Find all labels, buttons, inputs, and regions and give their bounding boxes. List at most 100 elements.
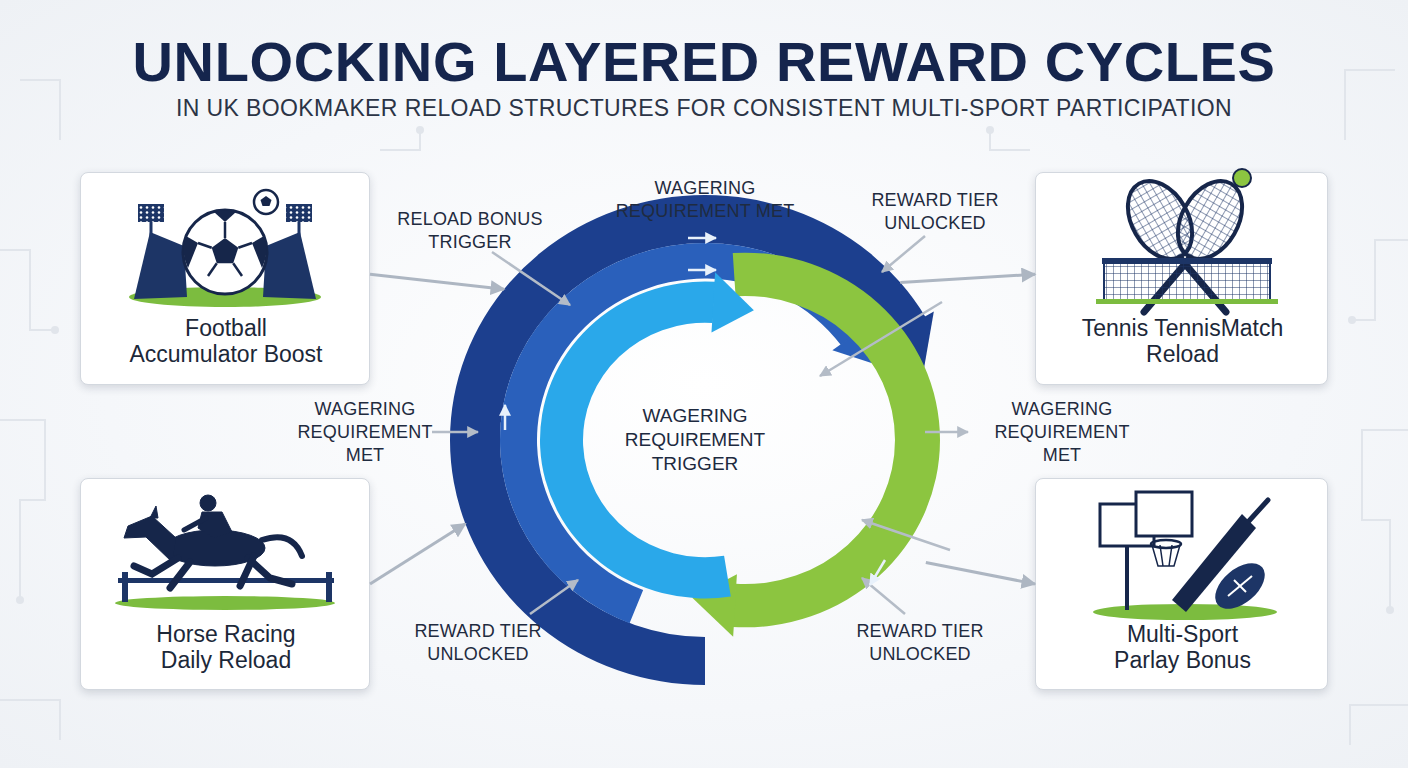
leader-arrow: [925, 431, 968, 434]
circuit-dot: [1386, 606, 1394, 614]
hoop-rim: [1151, 540, 1181, 548]
circuit-line: [1350, 705, 1408, 745]
stadium-stand: [134, 232, 187, 299]
horse-racing-icon: [115, 495, 335, 610]
callout-label: WAGERING REQUIREMENT MET: [987, 398, 1137, 467]
racket-head: [1165, 170, 1255, 271]
band-arrow: [870, 560, 885, 585]
rugby-seam: [1234, 580, 1246, 592]
box-label: Tennis TennisMatch Reload: [1075, 315, 1290, 367]
horse-body: [165, 530, 265, 566]
horse-leg: [248, 558, 292, 584]
circuit-dot: [16, 596, 24, 604]
tennis-icon: [1096, 169, 1278, 312]
ball-seam: [208, 263, 217, 276]
small-ball: [254, 190, 278, 214]
circuit-dot: [416, 126, 424, 134]
ball-panel: [214, 211, 236, 222]
leader-arrow: [862, 520, 950, 550]
court-line: [1096, 299, 1278, 304]
sport-box: Multi-Sport Parlay Bonus: [1035, 478, 1328, 690]
tennis-net: [1104, 262, 1270, 300]
ball-panel: [212, 238, 239, 263]
backboard: [1136, 492, 1192, 536]
racket-handle: [1144, 258, 1190, 312]
sport-box: Football Accumulator Boost: [80, 172, 370, 385]
ball-seam: [224, 222, 227, 238]
rugby-ball: [1207, 554, 1273, 617]
stadium-stand: [263, 232, 316, 299]
circuit-line: [380, 130, 420, 150]
jockey-arm: [184, 518, 206, 530]
circuit-line: [1345, 70, 1395, 140]
horse-tail: [262, 537, 302, 556]
leader-arrow: [432, 431, 478, 434]
leader-arrow: [530, 580, 578, 614]
turf: [115, 596, 335, 610]
jockey-body: [198, 512, 232, 538]
net-band: [1102, 258, 1272, 264]
circuit-dot: [1348, 316, 1356, 324]
floodlight: [286, 204, 312, 222]
callout-label: REWARD TIER UNLOCKED: [835, 620, 1005, 666]
callout-label: WAGERING REQUIREMENT MET: [290, 398, 440, 467]
ring-label: WAGERING REQUIREMENT TRIGGER: [610, 404, 780, 476]
callout-label: REWARD TIER UNLOCKED: [850, 189, 1020, 235]
floodlight-pole: [150, 222, 153, 236]
box-label: Multi-Sport Parlay Bonus: [1103, 621, 1263, 673]
connector-arrow: [900, 274, 1035, 282]
pitch: [129, 287, 321, 307]
reward-cycle-ring: WAGERING REQUIREMENT TRIGGER: [450, 195, 960, 685]
horse-ear: [150, 506, 158, 518]
horse-leg: [170, 562, 190, 588]
band-arrow: [688, 269, 716, 272]
leader-arrow: [820, 302, 942, 376]
ball-panel: [261, 196, 272, 206]
multi-sport-icon: [1093, 492, 1277, 620]
box-label: Football Accumulator Boost: [124, 315, 329, 367]
rail-post: [122, 572, 128, 602]
horse-leg: [134, 558, 178, 574]
connector-arrow: [926, 563, 1035, 585]
circuit-line: [0, 700, 60, 740]
ball-seam: [233, 263, 242, 276]
hoop-net: [1152, 545, 1180, 566]
cycle-band: [450, 195, 926, 685]
circuit-dot: [51, 326, 59, 334]
floodlight-pole: [298, 222, 301, 236]
connector-arrow: [370, 524, 465, 584]
diagram-title: UNLOCKING LAYERED REWARD CYCLES: [0, 30, 1408, 94]
backboard: [1100, 504, 1154, 546]
leader-arrow: [882, 236, 925, 272]
racket-handle: [1180, 258, 1226, 312]
cycle-arrowhead: [711, 272, 753, 332]
rail: [118, 578, 334, 583]
jockey-head: [200, 495, 216, 511]
connector-arrow: [370, 274, 504, 289]
circuit-line: [1352, 240, 1408, 320]
ball-panel: [184, 236, 198, 268]
circuit-line: [0, 250, 55, 330]
racket-head: [1115, 170, 1205, 271]
circuit-line: [0, 420, 45, 600]
horse-head: [124, 516, 176, 562]
ball-panel: [252, 236, 266, 268]
cricket-bat: [1172, 514, 1256, 612]
football: [183, 210, 267, 294]
circuit-dot: [986, 126, 994, 134]
diagram-subtitle: IN UK BOOKMAKER RELOAD STRUCTURES FOR CO…: [24, 94, 1384, 122]
circuit-line: [990, 130, 1030, 150]
band-arrow: [688, 237, 716, 240]
rail-post: [326, 572, 332, 602]
rugby-seam: [1228, 576, 1252, 596]
callout-label: REWARD TIER UNLOCKED: [393, 620, 563, 666]
ball-seam: [198, 243, 212, 248]
tennis-ball: [1233, 169, 1251, 187]
floodlight: [138, 204, 164, 222]
sport-box: Horse Racing Daily Reload: [80, 478, 370, 690]
turf: [1093, 604, 1277, 620]
hoop-pole: [1125, 546, 1129, 610]
circuit-line: [20, 80, 60, 140]
band-arrow: [504, 405, 507, 430]
